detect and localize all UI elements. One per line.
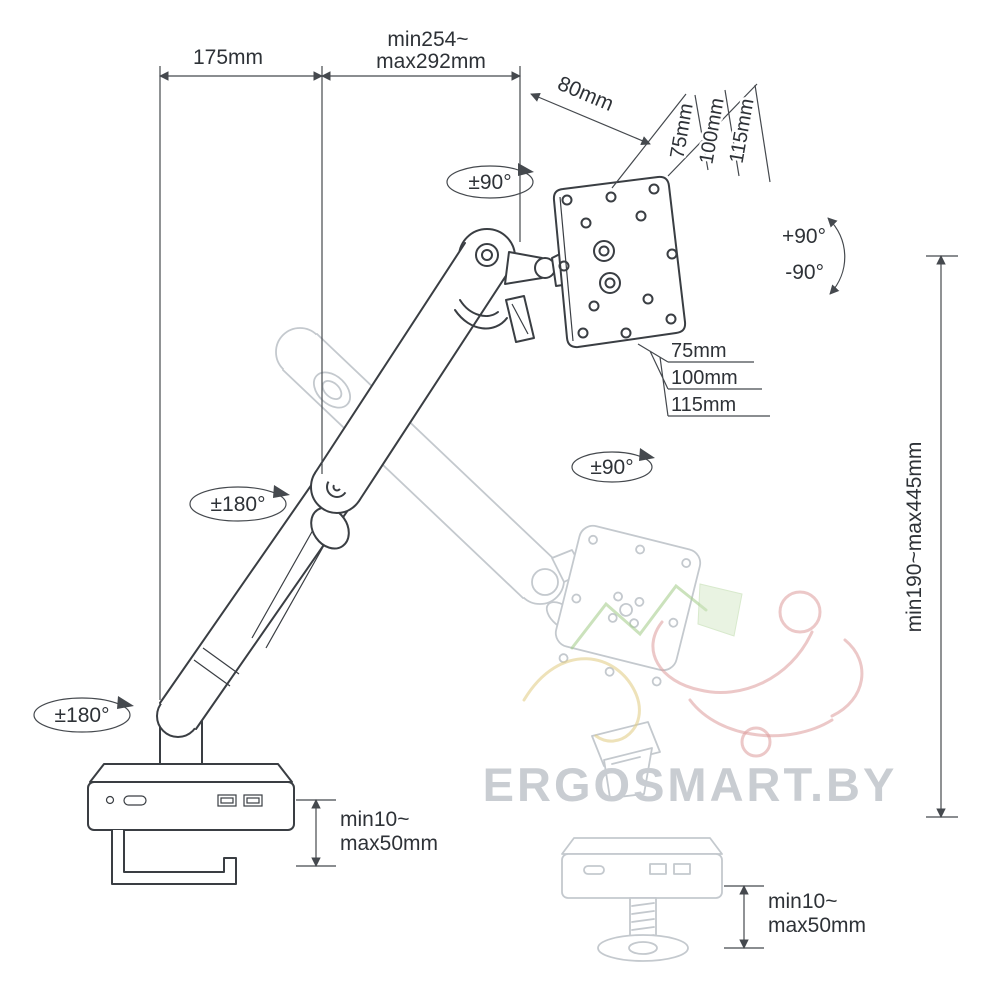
dim-extension-min-label: min254~ xyxy=(387,28,468,51)
arm-rotate-label: ±180° xyxy=(211,493,266,516)
tilt-head-joint xyxy=(504,251,571,343)
rotation-arrowhead-icon xyxy=(117,696,134,709)
lower-arm-segment xyxy=(156,473,356,738)
watermark-text: ERGOSMART.BY xyxy=(483,758,898,811)
dim-height-range: min190~max445mm xyxy=(901,255,958,818)
dim-base-rotate: ±180° xyxy=(33,696,134,733)
rotation-arrowhead-icon xyxy=(518,163,534,176)
dim-arm-rotate: ±180° xyxy=(189,485,290,522)
dim-vesa-width-75-label: 75mm xyxy=(666,102,697,161)
logo-chair-wheel xyxy=(740,726,772,758)
grommet-thickness-max-label: max50mm xyxy=(768,914,866,937)
logo-figure-head xyxy=(778,590,822,634)
grommet-thickness-min-label: min10~ xyxy=(768,890,837,913)
usb-port-icon xyxy=(243,794,263,807)
dim-vesa-height-115-label: 115mm xyxy=(671,394,736,416)
vesa-rotate-label: ±90° xyxy=(590,456,633,479)
dimension-layer: 175mm min254~ max292mm 80mm 75mm 100mm 1… xyxy=(33,26,958,949)
vesa-hole xyxy=(580,217,592,229)
dim-vesa-height-75-label: 75mm xyxy=(671,340,727,362)
ghost-grommet-mount xyxy=(561,721,723,962)
upper-arm-segment xyxy=(314,228,516,502)
vesa-hole xyxy=(635,210,647,222)
desk-clamp-base xyxy=(87,717,295,885)
dim-extension-range: min254~ max292mm xyxy=(321,26,521,81)
dim-arm-reach: 175mm xyxy=(159,44,323,81)
brand-logo-sketch xyxy=(522,583,864,758)
ghost-vesa-plate xyxy=(554,524,702,687)
tilt-down-label: -90° xyxy=(785,261,824,284)
cable-clip xyxy=(454,299,508,330)
extension-lines xyxy=(159,66,521,700)
vesa-hole xyxy=(648,183,660,195)
logo-zigzag xyxy=(570,583,708,650)
logo-yellow-curve xyxy=(522,657,641,743)
head-swivel-label: ±90° xyxy=(468,171,511,194)
dim-vesa-width-100-label: 100mm xyxy=(695,96,728,166)
dim-vesa-rotate: ±90° xyxy=(571,448,655,483)
cable-hole-icon xyxy=(105,795,115,805)
dim-clamp-thickness: min10~ max50mm xyxy=(296,799,441,867)
logo-flag-icon xyxy=(697,583,743,637)
dim-head-depth: 80mm xyxy=(530,70,651,146)
dim-vesa-height-100-label: 100mm xyxy=(671,367,738,389)
dim-vesa-heights: 75mm 100mm 115mm xyxy=(637,338,770,419)
vesa-hole xyxy=(577,327,589,339)
clamp-thickness-min-label: min10~ xyxy=(340,808,409,831)
vesa-hole xyxy=(558,260,570,272)
vesa-hole xyxy=(666,248,678,260)
dim-vesa-widths: 75mm 100mm 115mm xyxy=(611,83,771,189)
tilt-up-label: +90° xyxy=(782,225,826,248)
base-rotate-label: ±180° xyxy=(55,704,110,727)
thumbscrew-icon xyxy=(593,240,615,262)
c-clamp-bracket xyxy=(111,829,237,885)
logo-figure-body xyxy=(651,620,814,694)
height-range-label: min190~max445mm xyxy=(903,442,926,633)
usb-port-icon xyxy=(217,794,237,807)
vesa-hole xyxy=(605,191,617,203)
rotation-arrowhead-icon xyxy=(273,485,290,498)
dim-tilt-angles: +90° -90° xyxy=(779,217,846,295)
logo-chair-curve xyxy=(688,638,864,738)
vesa-hole xyxy=(620,327,632,339)
vesa-hole xyxy=(642,293,654,305)
dim-arm-reach-label: 175mm xyxy=(193,46,263,69)
thumbscrew-icon xyxy=(599,272,621,294)
dim-grommet-thickness: min10~ max50mm xyxy=(724,885,869,949)
dim-head-swivel: ±90° xyxy=(446,163,534,199)
dim-head-depth-label: 80mm xyxy=(554,72,617,116)
dim-extension-max-label: max292mm xyxy=(376,50,486,73)
vesa-hole xyxy=(588,300,600,312)
vesa-hole xyxy=(665,313,677,325)
vesa-hole xyxy=(561,194,573,206)
slot-port-icon xyxy=(123,795,147,806)
dim-vesa-width-115-label: 115mm xyxy=(726,97,759,165)
rotation-arrowhead-icon xyxy=(639,448,655,461)
vesa-plate xyxy=(552,175,687,349)
clamp-thickness-max-label: max50mm xyxy=(340,832,438,855)
